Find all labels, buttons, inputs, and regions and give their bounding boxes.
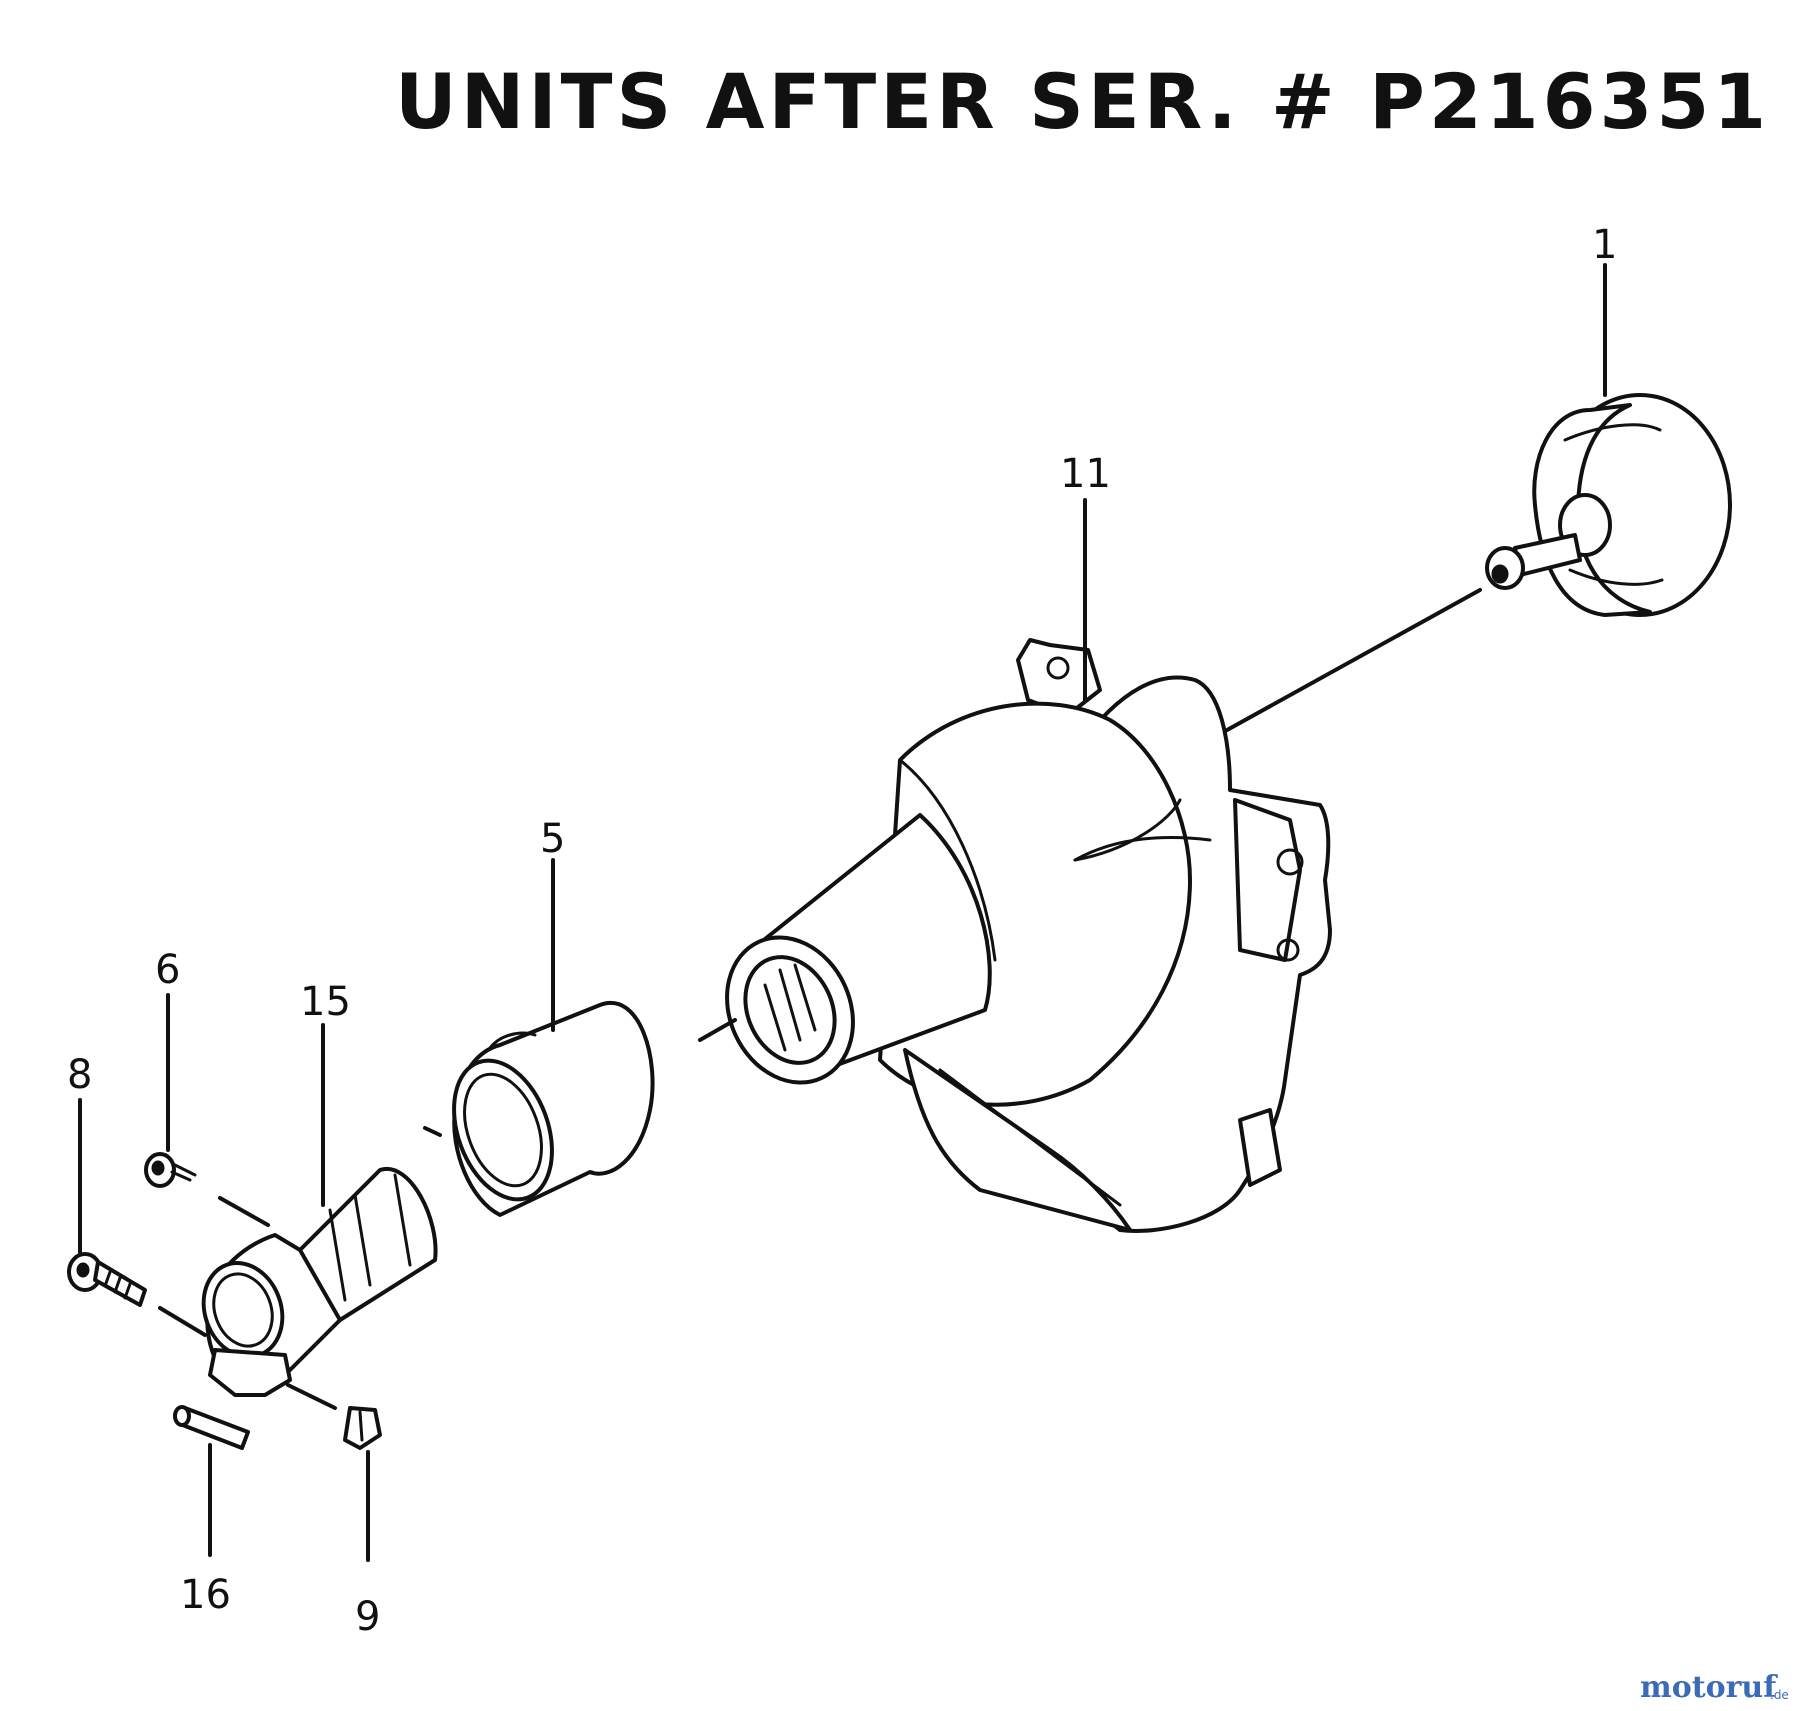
part-8-bolt: [67, 1252, 147, 1307]
callout-9: 9: [355, 1594, 380, 1640]
part-9-nut: [343, 1406, 382, 1450]
svg-text:.de: .de: [1770, 1688, 1789, 1702]
part-11-gear-housing: [725, 638, 1332, 1233]
part-16-pin: [173, 1405, 250, 1450]
watermark-logo: motoruf .de: [1640, 1670, 1789, 1705]
part-1-clutch-drum: [1485, 393, 1732, 617]
part-15-holder: [201, 1166, 438, 1397]
callout-6: 6: [155, 947, 180, 993]
callout-5: 5: [540, 816, 565, 862]
callout-1: 1: [1592, 222, 1617, 268]
diagram-title: UNITS AFTER SER. # P216351: [395, 57, 1770, 146]
callout-15: 15: [300, 979, 351, 1025]
callout-11: 11: [1060, 451, 1111, 497]
callout-16: 16: [180, 1572, 231, 1618]
svg-text:motoruf: motoruf: [1640, 1670, 1778, 1705]
callout-8: 8: [67, 1052, 92, 1098]
part-6-screw: [144, 1152, 197, 1188]
part-5-sleeve: [452, 1001, 655, 1217]
